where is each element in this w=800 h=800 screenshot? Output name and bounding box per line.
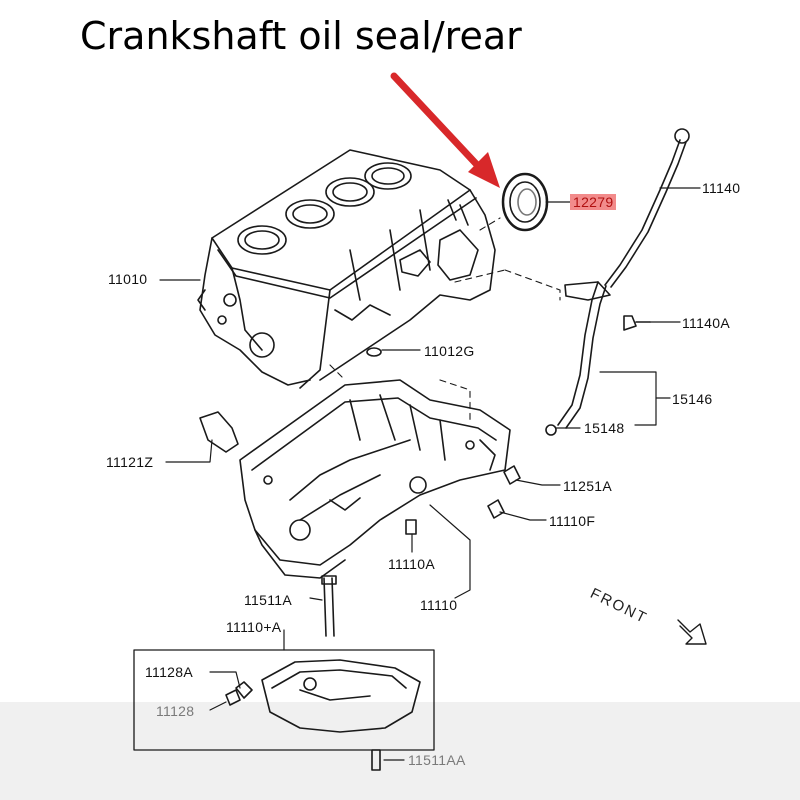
bolts-drawing [199, 315, 651, 771]
red-arrow [390, 72, 500, 188]
part-label-11110a-plus: 11110+A [226, 619, 282, 635]
oil-pan-upper-drawing [239, 379, 511, 579]
engine-block-drawing [197, 149, 496, 389]
part-label-11012g: 11012G [424, 343, 475, 359]
part-label-11140a: 11140A [682, 315, 730, 331]
part-label-11110: 11110 [420, 597, 458, 613]
part-label-11121z: 11121Z [106, 454, 154, 470]
part-label-11251a: 11251A [563, 478, 613, 494]
part-label-12279: 12279 [570, 194, 617, 210]
part-label-11511aa: 11511AA [408, 752, 466, 768]
oil-seal-drawing [501, 172, 549, 232]
part-label-11511a: 11511A [244, 592, 292, 608]
part-label-15146: 15146 [672, 391, 713, 407]
dipstick-drawing [545, 128, 690, 436]
part-label-11010: 11010 [108, 271, 148, 287]
oil-pan-lower-drawing [235, 659, 421, 733]
dashed-lines [329, 217, 561, 421]
front-arrow [677, 619, 707, 645]
part-label-11128: 11128 [156, 703, 195, 719]
part-label-15148: 15148 [584, 420, 625, 436]
part-label-11140: 11140 [702, 180, 741, 196]
diagram-title: Crankshaft oil seal/rear [80, 14, 522, 58]
leader-lines [133, 187, 701, 761]
part-label-11110f: 11110F [549, 513, 596, 529]
part-label-11110a: 11110A [388, 556, 435, 572]
part-label-11128a: 11128A [145, 664, 193, 680]
